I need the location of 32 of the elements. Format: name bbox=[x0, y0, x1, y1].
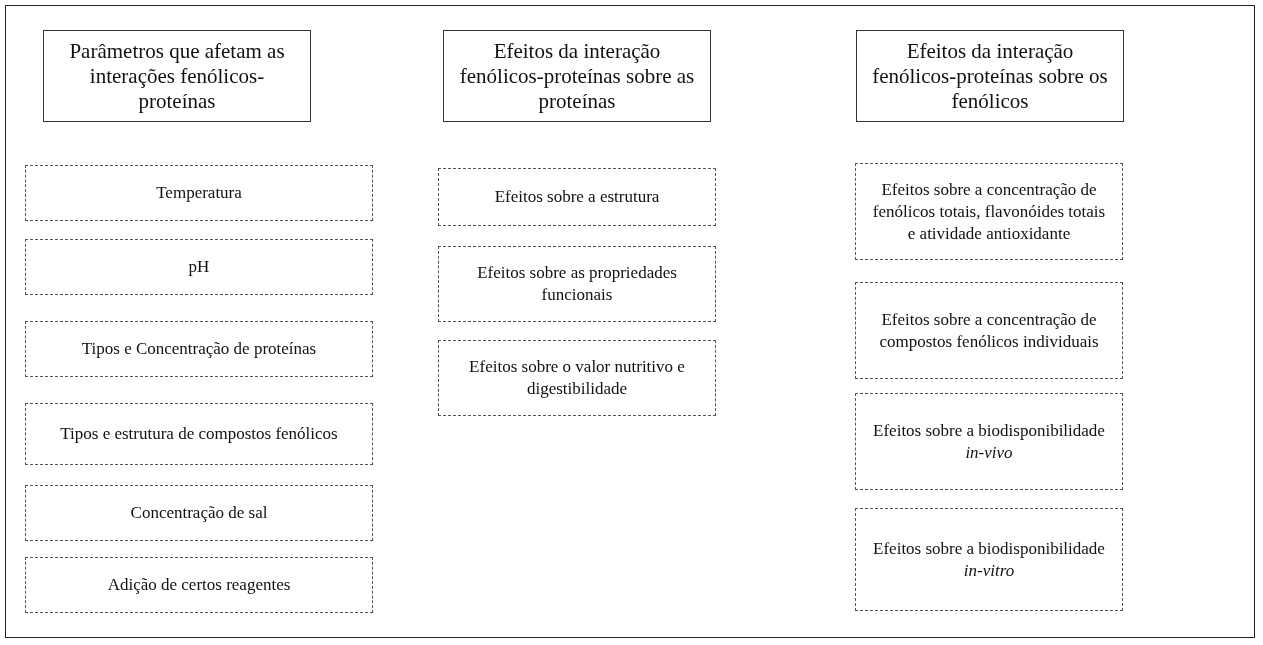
dashed-box bbox=[25, 557, 373, 613]
item-label: Concentração de sal bbox=[130, 502, 268, 524]
dashed-box bbox=[855, 393, 1123, 490]
dashed-box bbox=[438, 340, 716, 416]
item-label: Tipos e estrutura de compostos fenólicos bbox=[60, 423, 338, 445]
dashed-box bbox=[438, 246, 716, 322]
item-label: Efeitos sobre a concentração de fenólicos totais, flavonóides totais e atividade antioxidante bbox=[871, 178, 1107, 245]
column-heading: Parâmetros que afetam as interações fenólicos-proteínas bbox=[68, 38, 286, 114]
dashed-box bbox=[438, 168, 716, 226]
item-label: pH bbox=[188, 256, 210, 278]
item-label: Adição de certos reagentes bbox=[107, 574, 291, 596]
item-label: Efeitos sobre a biodisponibilidade in-vitro bbox=[872, 537, 1106, 582]
item-label: Efeitos sobre a biodisponibilidade in-vivo bbox=[872, 419, 1106, 464]
item-label: Efeitos sobre a concentração de compostos fenólicos individuais bbox=[878, 308, 1100, 353]
dashed-box bbox=[855, 163, 1123, 260]
column-header-box bbox=[856, 30, 1124, 122]
dashed-box bbox=[855, 508, 1123, 611]
item-label: Efeitos sobre a estrutura bbox=[494, 186, 660, 208]
column-header-box bbox=[43, 30, 311, 122]
item-label: Efeitos sobre o valor nutritivo e digestibilidade bbox=[468, 356, 686, 400]
dashed-box bbox=[855, 282, 1123, 379]
dashed-box bbox=[25, 165, 373, 221]
dashed-box bbox=[25, 239, 373, 295]
item-label: Tipos e Concentração de proteínas bbox=[81, 338, 317, 360]
dashed-box bbox=[25, 485, 373, 541]
column-heading: Efeitos da interação fenólicos-proteínas sobre as proteínas bbox=[458, 38, 696, 114]
item-label: Temperatura bbox=[156, 182, 242, 204]
item-label: Efeitos sobre as propriedades funcionais bbox=[476, 262, 678, 306]
dashed-box bbox=[25, 403, 373, 465]
column-header-box bbox=[443, 30, 711, 122]
column-heading: Efeitos da interação fenólicos-proteínas sobre os fenólicos bbox=[871, 38, 1109, 114]
dashed-box bbox=[25, 321, 373, 377]
